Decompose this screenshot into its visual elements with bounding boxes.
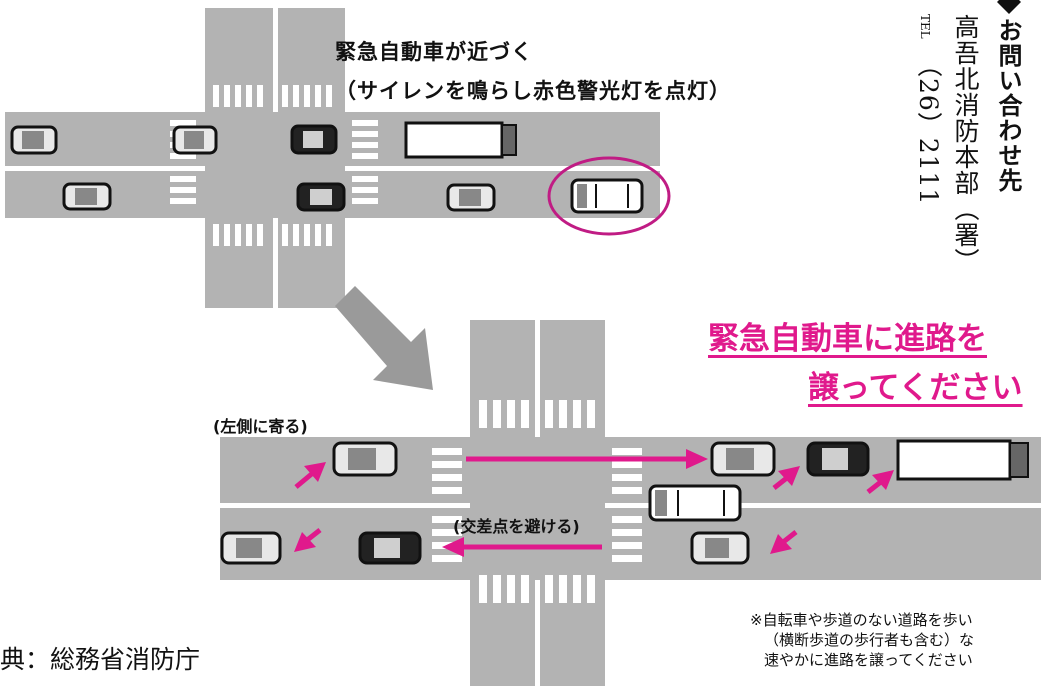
top-crosswalk-south [213, 224, 332, 246]
tel-label: TEL [918, 14, 932, 39]
callout-line-1: 緊急自動車に進路を [708, 321, 987, 357]
bottom-car-right-upper-1 [710, 441, 776, 477]
top-car-5 [296, 182, 346, 212]
top-car-4 [62, 182, 112, 211]
top-center-line-right [345, 166, 660, 171]
left-side-note: (左側に寄る) [213, 417, 308, 436]
top-car-6 [446, 183, 496, 212]
bottom-center-line-left [220, 503, 470, 508]
bottom-intersection-drawing [220, 400, 1029, 603]
footnote-line-1: ※自転車や歩道のない道路を歩い [750, 611, 973, 629]
footnote: ※自転車や歩道のない道路を歩い （横断歩道の歩行者も含む）な 速やかに進路を譲っ… [750, 610, 974, 670]
bottom-car-right-lower [690, 531, 750, 565]
top-heading-2: （サイレンを鳴らし赤色警光灯を点灯） [335, 79, 731, 103]
top-center-line-left [5, 166, 205, 171]
emergency-vehicle-highlight [547, 156, 671, 236]
contact-office: 高吾北消防本部（署） [951, 14, 980, 274]
bottom-crosswalk-south [479, 575, 595, 603]
transition-arrow [335, 286, 433, 390]
top-emergency-vehicle [570, 178, 644, 214]
footnote-line-2: （横断歩道の歩行者も含む）な [764, 631, 975, 649]
top-crosswalk-east [352, 120, 378, 204]
diamond-icon [997, 0, 1021, 14]
bottom-car-left-lower-1 [220, 531, 282, 565]
contact-title: お問い合わせ先 [994, 18, 1022, 193]
bottom-emergency-vehicle [648, 484, 742, 522]
bottom-car-left-lower-2 [358, 531, 422, 565]
callout-line-2: 譲ってください [808, 370, 1023, 406]
bottom-center-line-right [605, 503, 1041, 508]
top-intersection-drawing [10, 85, 671, 246]
top-car-2 [172, 125, 218, 155]
intersection-note: (交差点を避ける) [453, 517, 580, 536]
top-car-1 [10, 125, 58, 155]
tel-number: （26）2111 [914, 52, 943, 206]
footnote-line-3: 速やかに進路を譲ってください [764, 651, 973, 669]
bottom-crosswalk-north [479, 400, 595, 428]
source-credit: 典：総務省消防庁 [0, 645, 201, 674]
top-crosswalk-north [213, 85, 332, 107]
bottom-crosswalk-east [612, 448, 642, 562]
top-heading-1: 緊急自動車が近づく [335, 40, 533, 64]
bottom-truck [896, 439, 1029, 481]
top-truck [404, 121, 517, 159]
bottom-car-left-upper [332, 441, 398, 477]
top-car-3 [290, 124, 338, 155]
pink-arrows [294, 449, 894, 557]
bottom-car-right-upper-2 [806, 441, 870, 477]
